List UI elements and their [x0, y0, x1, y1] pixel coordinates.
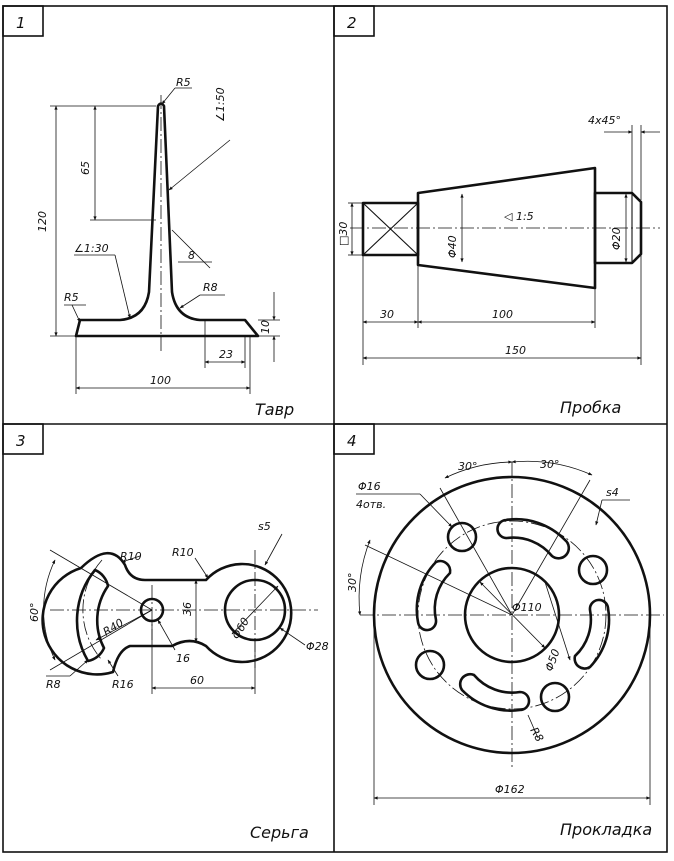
panel-3-number: 3	[16, 432, 26, 450]
gasket-slot-left	[415, 559, 452, 632]
dim-4-holes: 4отв.	[356, 498, 386, 511]
panel-1-title: Тавр	[255, 400, 294, 419]
dim-23: 23	[219, 348, 233, 361]
dim-chamfer: 4x45°	[588, 114, 621, 127]
dim-d28: Φ28	[306, 640, 329, 653]
gasket-hole-4	[539, 681, 571, 713]
dim-r16: R16	[112, 678, 134, 691]
dim-150: 150	[505, 344, 526, 357]
dim-30-deg-right: 30°	[540, 458, 560, 471]
dim-r10-left: R10	[120, 550, 142, 563]
dim-16: 16	[176, 652, 190, 665]
dim-d16: Φ16	[358, 480, 381, 493]
dim-r8-earring: R8	[46, 678, 61, 691]
gasket-hole-1	[446, 521, 478, 553]
panel-2-plug-drawing: 4x45° □30 Φ40 ◁ 1:5 Φ20 30 100 150	[337, 114, 660, 365]
number-box-3	[2, 423, 44, 455]
panel-grid	[2, 5, 668, 853]
panel-3-earring-drawing: R10 R10 s5 60° R40 36 Φ60 Φ28 R8 R16 16 …	[28, 520, 329, 694]
dim-taper-1-5: ◁ 1:5	[504, 210, 534, 223]
panel-4-title: Прокладка	[560, 820, 652, 839]
dim-r10-right: R10	[172, 546, 194, 559]
panel-3-title: Серьга	[250, 823, 309, 842]
gasket-hole-3	[414, 649, 446, 681]
earring-arc-slot	[75, 568, 110, 663]
panel-1-number: 1	[16, 14, 26, 32]
panel-4-gasket-drawing: 30° 30° Φ16 4отв. s4 30° Φ110 Φ50 R8 Φ16…	[346, 458, 664, 805]
dim-60: 60	[190, 674, 204, 687]
dim-100: 100	[150, 374, 171, 387]
dim-36: 36	[181, 602, 194, 616]
dim-d60: Φ60	[229, 615, 252, 641]
dim-r5-bottom: R5	[64, 291, 79, 304]
dim-d162: Φ162	[495, 783, 525, 796]
number-box-1	[2, 5, 44, 37]
dim-30: 30	[380, 308, 394, 321]
panel-4-number: 4	[347, 432, 357, 450]
dim-120: 120	[36, 211, 49, 232]
gasket-slot-right	[573, 598, 611, 670]
dim-100-plug: 100	[492, 308, 513, 321]
dim-slope-1-50: ∠1:50	[214, 87, 227, 122]
dim-r8: R8	[203, 281, 218, 294]
number-box-2	[333, 5, 375, 37]
panel-2-title: Пробка	[560, 398, 621, 417]
gasket-slot-top	[496, 518, 571, 560]
earring-outline	[41, 551, 293, 676]
dim-d50: Φ50	[543, 647, 563, 673]
dim-d40: Φ40	[446, 235, 459, 258]
dim-30-deg-side: 30°	[346, 573, 359, 593]
gasket-slot-bottom	[458, 673, 531, 712]
dim-65: 65	[79, 161, 92, 175]
dim-10: 10	[259, 320, 272, 334]
gasket-hole-2	[577, 554, 609, 586]
dim-30-deg-left: 30°	[458, 460, 478, 473]
number-box-4	[333, 423, 375, 455]
dim-square-30: □30	[337, 222, 350, 246]
panel-2-number: 2	[347, 14, 357, 32]
dim-60-deg: 60°	[28, 603, 41, 623]
dim-8: 8	[188, 249, 195, 262]
dim-slope-1-30: ∠1:30	[74, 242, 109, 255]
dim-d110: Φ110	[512, 601, 542, 614]
outer-frame	[2, 5, 668, 853]
panel-1-tee-drawing: R5 ∠1:50 65 120 ∠1:30 8 R5 R8 10 23 100	[36, 76, 280, 394]
dim-d20: Φ20	[610, 227, 623, 250]
dim-r40: R40	[101, 616, 126, 638]
dim-r8-gasket: R8	[527, 725, 546, 744]
dim-r5-top: R5	[176, 76, 191, 89]
dim-s5: s5	[258, 520, 271, 533]
dim-s4: s4	[606, 486, 619, 499]
